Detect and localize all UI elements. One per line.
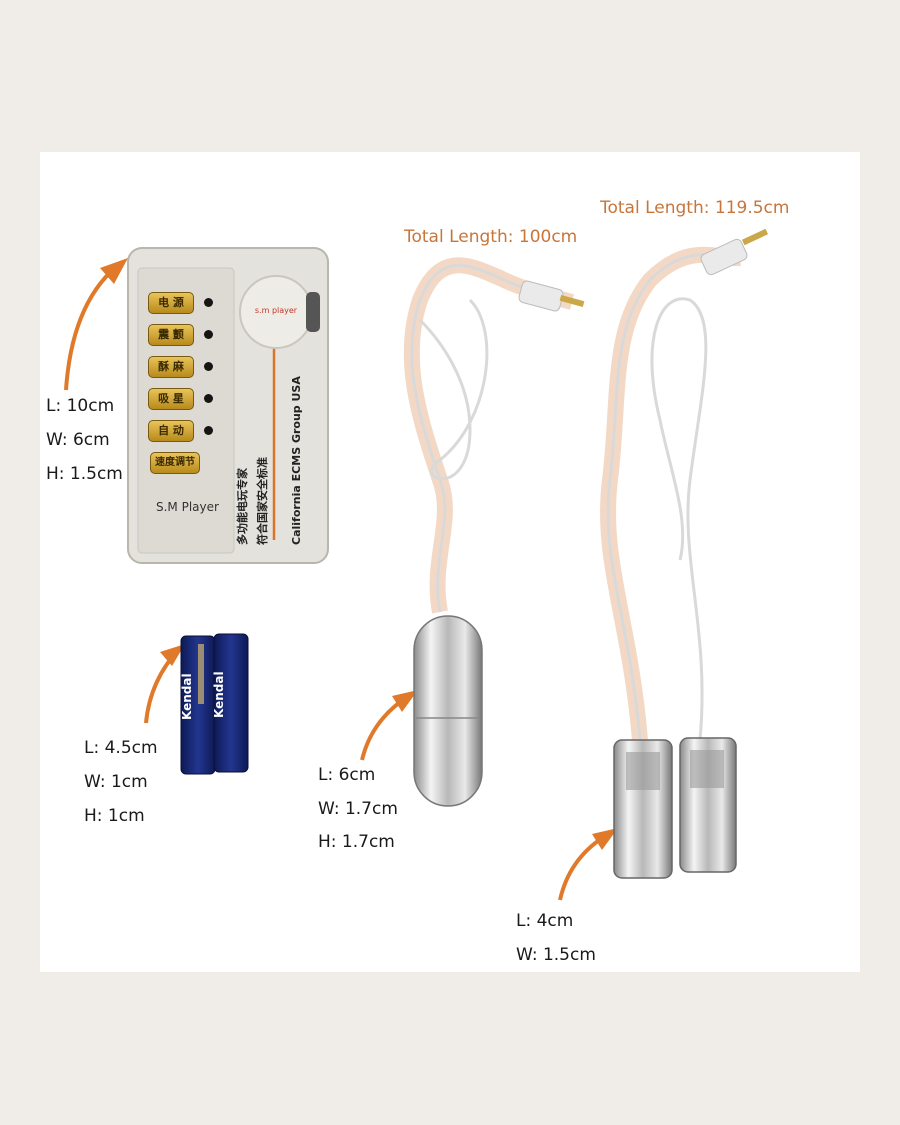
clamp-cable-length: Total Length: 119.5cm bbox=[600, 198, 790, 218]
led-indicator bbox=[204, 426, 213, 435]
clamp-length: L: 4cm bbox=[516, 911, 574, 931]
led-indicator bbox=[204, 362, 213, 371]
battery-length: L: 4.5cm bbox=[84, 738, 158, 758]
controller-side-text: California ECMS Group USA bbox=[290, 376, 303, 545]
tingle-button[interactable]: 酥 麻 bbox=[148, 356, 194, 378]
battery-brand: Kendal bbox=[212, 671, 226, 718]
suction-button[interactable]: 吸 星 bbox=[148, 388, 194, 410]
dimension-arrows bbox=[64, 258, 618, 901]
clamp-electrodes bbox=[613, 737, 737, 879]
brand-badge: s.m player bbox=[254, 306, 298, 315]
clamp-width: W: 1.5cm bbox=[516, 945, 596, 965]
controller-width: W: 6cm bbox=[46, 430, 110, 450]
speed-button[interactable]: 速度调节 bbox=[150, 452, 200, 474]
clamp-cable bbox=[600, 228, 769, 741]
led-indicator bbox=[204, 298, 213, 307]
controller-unit bbox=[127, 247, 329, 564]
led-indicator bbox=[204, 394, 213, 403]
controller-side-text: 符合国家安全标准 bbox=[256, 457, 269, 545]
bullet-width: W: 1.7cm bbox=[318, 799, 398, 819]
battery-width: W: 1cm bbox=[84, 772, 148, 792]
batteries bbox=[180, 633, 249, 775]
vibrate-button[interactable]: 震 颤 bbox=[148, 324, 194, 346]
auto-button[interactable]: 自 动 bbox=[148, 420, 194, 442]
power-button[interactable]: 电 源 bbox=[148, 292, 194, 314]
controller-length: L: 10cm bbox=[46, 396, 115, 416]
panel-label: S.M Player bbox=[156, 500, 219, 514]
controller-side-text: 多功能电玩专家 bbox=[236, 468, 249, 545]
battery-height: H: 1cm bbox=[84, 806, 145, 826]
led-indicator bbox=[204, 330, 213, 339]
bullet-cable bbox=[403, 257, 585, 614]
controller-height: H: 1.5cm bbox=[46, 464, 123, 484]
battery-brand: Kendal bbox=[180, 673, 194, 720]
bullet-length: L: 6cm bbox=[318, 765, 376, 785]
bullet-electrode bbox=[413, 615, 483, 807]
bullet-cable-length: Total Length: 100cm bbox=[404, 227, 578, 247]
bullet-height: H: 1.7cm bbox=[318, 832, 395, 852]
